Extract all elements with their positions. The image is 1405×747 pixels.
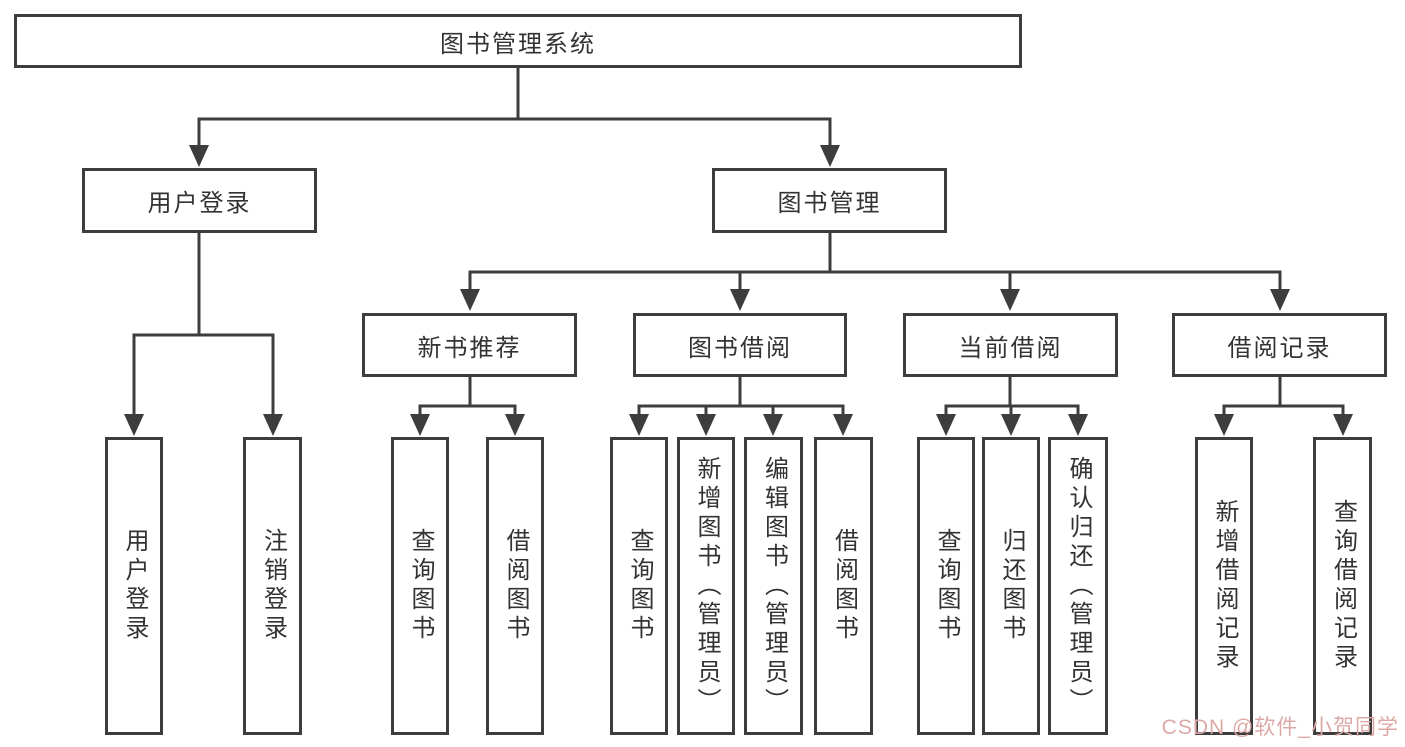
node-label: 新增借阅记录 [1211,499,1238,673]
leaf-borrow-books-borrowing: 借阅图书 [814,437,873,735]
node-label: 借阅记录 [1227,334,1332,362]
leaf-query-books-recommend: 查询图书 [391,437,449,735]
node-label: 当前借阅 [958,334,1063,362]
node-label: 借阅图书 [830,528,858,644]
leaf-logout: 注销登录 [243,437,302,735]
node-label: 图书管理 [777,190,882,217]
node-book-management: 图书管理 [712,168,947,233]
node-label: 查询图书 [626,528,653,644]
node-borrowing-records: 借阅记录 [1172,313,1387,377]
node-user-login: 用户登录 [82,168,317,233]
node-label: 新增图书（管理员） [693,455,720,717]
leaf-query-books-borrowing: 查询图书 [610,437,668,735]
leaf-confirm-return-admin: 确认归还（管理员） [1048,437,1108,735]
node-label: 图书管理系统 [440,30,596,58]
leaf-user-login: 用户登录 [105,437,163,735]
leaf-add-borrow-record: 新增借阅记录 [1195,437,1253,735]
node-label: 注销登录 [259,528,287,644]
leaf-edit-book-admin: 编辑图书（管理员） [744,437,803,735]
node-label: 确认归还（管理员） [1065,455,1092,717]
node-label: 查询图书 [933,528,960,644]
leaf-query-books-current: 查询图书 [917,437,975,735]
leaf-query-borrow-record: 查询借阅记录 [1313,437,1372,735]
csdn-watermark: CSDN @软件_小贺同学 [1161,716,1399,739]
node-current-borrowing: 当前借阅 [903,313,1118,377]
node-label: 用户登录 [147,190,252,217]
node-label: 用户登录 [121,528,148,644]
node-label: 查询借阅记录 [1329,499,1357,673]
node-root-library-system: 图书管理系统 [14,14,1022,68]
node-label: 新书推荐 [417,334,522,362]
node-label: 归还图书 [998,528,1025,644]
leaf-return-book: 归还图书 [982,437,1040,735]
node-book-borrowing: 图书借阅 [633,313,847,377]
leaf-borrow-books-recommend: 借阅图书 [486,437,544,735]
node-label: 编辑图书（管理员） [760,455,788,717]
leaf-add-book-admin: 新增图书（管理员） [677,437,735,735]
node-label: 借阅图书 [502,528,529,644]
node-new-book-recommendation: 新书推荐 [362,313,577,377]
node-label: 查询图书 [407,528,434,644]
node-label: 图书借阅 [688,334,792,362]
